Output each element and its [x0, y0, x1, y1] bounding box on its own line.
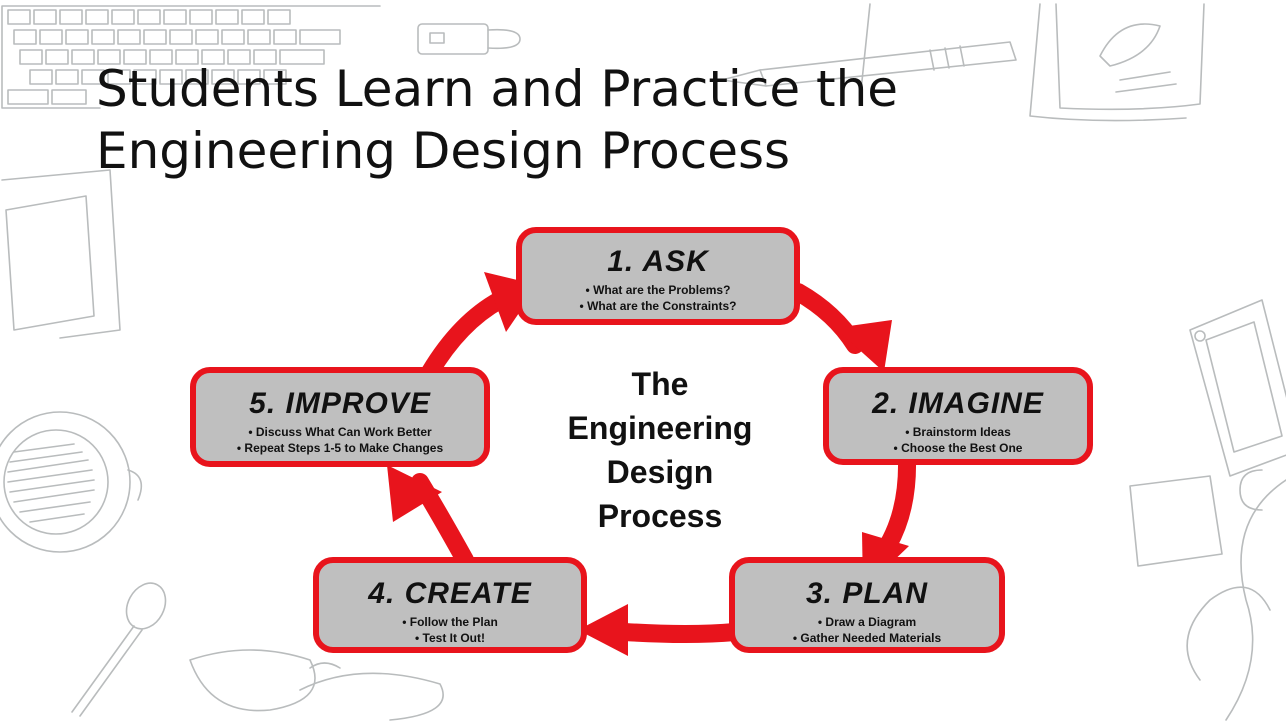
step-ask-title: 1. ASK [607, 245, 709, 278]
step-create-bullet: Follow the Plan [319, 614, 581, 630]
arrow-head-improve [387, 465, 442, 522]
step-plan-title: 3. PLAN [805, 577, 929, 610]
step-ask-bullet: What are the Problems? [522, 282, 794, 298]
arrow-head-create [578, 604, 628, 656]
step-imagine-bullets: Brainstorm Ideas Choose the Best One [829, 424, 1087, 456]
step-ask: 1. ASK What are the Problems? What are t… [516, 227, 800, 325]
step-imagine-bullet: Brainstorm Ideas [829, 424, 1087, 440]
step-plan-bullets: Draw a Diagram Gather Needed Materials [735, 614, 999, 646]
step-improve-bullet: Repeat Steps 1-5 to Make Changes [196, 440, 484, 456]
sticky-note-sketch [1129, 475, 1223, 567]
step-ask-bullets: What are the Problems? What are the Cons… [522, 282, 794, 314]
step-ask-bullet: What are the Constraints? [522, 298, 794, 314]
arrow-head-imagine [835, 320, 892, 372]
step-create: 4. CREATE Follow the Plan Test It Out! [313, 557, 587, 653]
center-title-line-2: Engineering [567, 410, 753, 446]
step-imagine: 2. IMAGINE Brainstorm Ideas Choose the B… [823, 367, 1093, 465]
step-plan-bullet: Gather Needed Materials [735, 630, 999, 646]
usb-drive-sketch [417, 23, 521, 55]
coffee-cup-sketch [0, 411, 143, 553]
arrow-imagine-to-plan [879, 451, 917, 554]
step-improve: 5. IMPROVE Discuss What Can Work Better … [190, 367, 490, 467]
step-imagine-bullet: Choose the Best One [829, 440, 1087, 456]
spoon-sketch [71, 582, 167, 717]
slide-title-line-1: Students Learn and Practice the [96, 60, 899, 118]
earphones-sketch [1186, 469, 1286, 721]
step-improve-title: 5. IMPROVE [249, 387, 431, 420]
step-create-bullets: Follow the Plan Test It Out! [319, 614, 581, 646]
center-title-line-3: Design [606, 454, 714, 490]
keyboard-sketch [1, 5, 381, 109]
slide-title: Students Learn and Practice the Engineer… [96, 58, 996, 182]
diagram-center-title: The Engineering Design Process [510, 362, 810, 538]
step-plan: 3. PLAN Draw a Diagram Gather Needed Mat… [729, 557, 1005, 653]
step-imagine-title: 2. IMAGINE [872, 387, 1044, 420]
step-improve-bullet: Discuss What Can Work Better [196, 424, 484, 440]
center-title-line-1: The [631, 366, 689, 402]
glasses-sketch [189, 649, 444, 721]
step-plan-bullet: Draw a Diagram [735, 614, 999, 630]
step-create-title: 4. CREATE [368, 577, 532, 610]
arrow-improve-to-ask [421, 291, 509, 381]
arrow-plan-to-create [616, 623, 744, 643]
pen-sketch [721, 41, 1017, 87]
center-title-line-4: Process [597, 498, 723, 534]
notebook-sketch [859, 3, 1205, 122]
step-create-bullet: Test It Out! [319, 630, 581, 646]
slide-title-line-2: Engineering Design Process [96, 122, 791, 180]
phone-sketch [1189, 299, 1286, 477]
step-improve-bullets: Discuss What Can Work Better Repeat Step… [196, 424, 484, 456]
tablet-sketch [1, 169, 121, 339]
